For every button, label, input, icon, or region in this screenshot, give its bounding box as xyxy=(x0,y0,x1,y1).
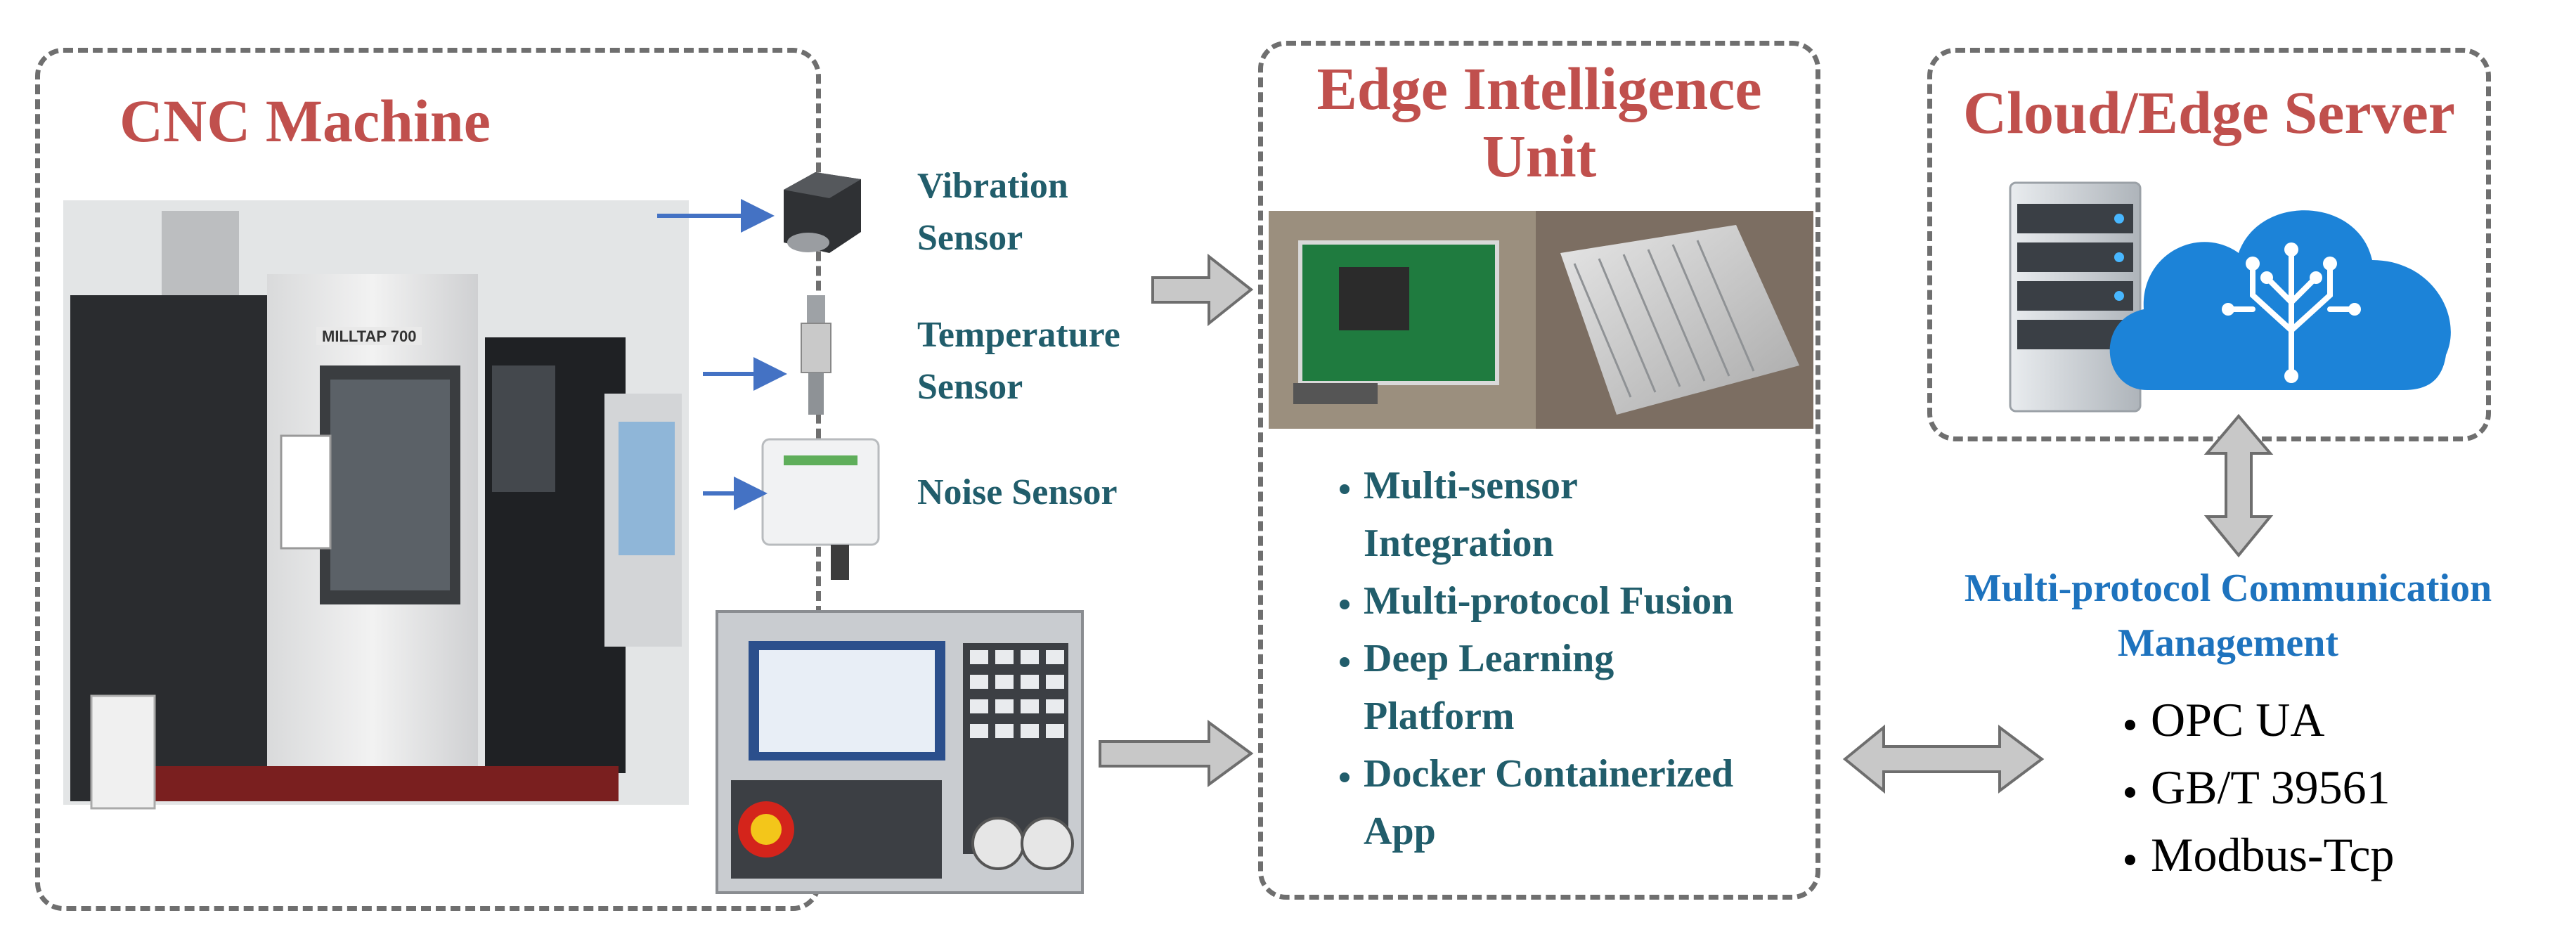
protocol-item: OPC UA xyxy=(2151,686,2576,753)
feature-deep-learning-line1: Deep Learning xyxy=(1364,637,1614,680)
protocol-item: GB/T 39561 xyxy=(2151,753,2576,821)
temperature-sensor-label: Temperature Sensor xyxy=(917,309,1120,413)
cnc-controller-image xyxy=(716,610,1084,894)
communication-title: Multi-protocol Communication Management xyxy=(1891,561,2565,671)
feature-docker: Docker Containerized App xyxy=(1364,745,1919,860)
feature-multi-sensor: Multi-sensor Integration xyxy=(1364,457,1919,572)
edge-unit-title-line2: Unit xyxy=(1482,122,1597,190)
edge-unit-title-line1: Edge Intelligence xyxy=(1316,55,1762,122)
vibration-sensor-label-line2: Sensor xyxy=(917,217,1023,258)
temperature-sensor-label-line1: Temperature xyxy=(917,315,1120,355)
feature-multi-protocol: Multi-protocol Fusion xyxy=(1364,572,1919,630)
feature-deep-learning: Deep Learning Platform xyxy=(1364,630,1919,745)
feature-docker-line2: App xyxy=(1364,810,1436,853)
feature-multi-protocol-line1: Multi-protocol Fusion xyxy=(1364,579,1734,623)
communication-title-line1: Multi-protocol Communication xyxy=(1964,567,2492,610)
server-icon xyxy=(2009,181,2142,413)
edge-hardware-image xyxy=(1269,211,1813,429)
feature-multi-sensor-line2: Integration xyxy=(1364,522,1554,565)
vibration-sensor-image xyxy=(784,172,861,253)
cnc-machine-title: CNC Machine xyxy=(119,87,491,155)
protocol-item: Modbus-Tcp xyxy=(2151,821,2576,888)
vibration-sensor-label: Vibration Sensor xyxy=(917,160,1068,264)
edge-unit-title: Edge Intelligence Unit xyxy=(1265,55,1813,190)
noise-sensor-image xyxy=(761,438,880,580)
cnc-machine-image: MILLTAP 700 xyxy=(63,200,689,810)
controller-to-edge-arrow xyxy=(1099,720,1254,787)
cloud-ai-icon xyxy=(2109,210,2451,390)
edge-unit-group xyxy=(1258,41,1820,900)
temperature-sensor-image xyxy=(801,295,831,415)
vibration-sensor-label-line1: Vibration xyxy=(917,166,1068,206)
sensors-to-edge-arrow xyxy=(1151,253,1254,327)
server-group xyxy=(1927,48,2491,441)
server-communication-double-arrow xyxy=(2203,413,2274,558)
edge-feature-list: Multi-sensor Integration Multi-protocol … xyxy=(1265,457,1919,860)
cnc-machine-badge: MILLTAP 700 xyxy=(322,328,416,345)
communication-title-line2: Management xyxy=(2117,621,2339,665)
temperature-sensor-label-line2: Sensor xyxy=(917,366,1023,407)
noise-sensor-label: Noise Sensor xyxy=(917,472,1118,512)
feature-deep-learning-line2: Platform xyxy=(1364,694,1515,738)
protocol-list: OPC UA GB/T 39561 Modbus-Tcp xyxy=(2066,686,2576,888)
edge-communication-double-arrow xyxy=(1842,724,2045,794)
server-title: Cloud/Edge Server xyxy=(1963,79,2455,146)
feature-multi-sensor-line1: Multi-sensor xyxy=(1364,464,1578,507)
feature-docker-line1: Docker Containerized xyxy=(1364,752,1734,796)
